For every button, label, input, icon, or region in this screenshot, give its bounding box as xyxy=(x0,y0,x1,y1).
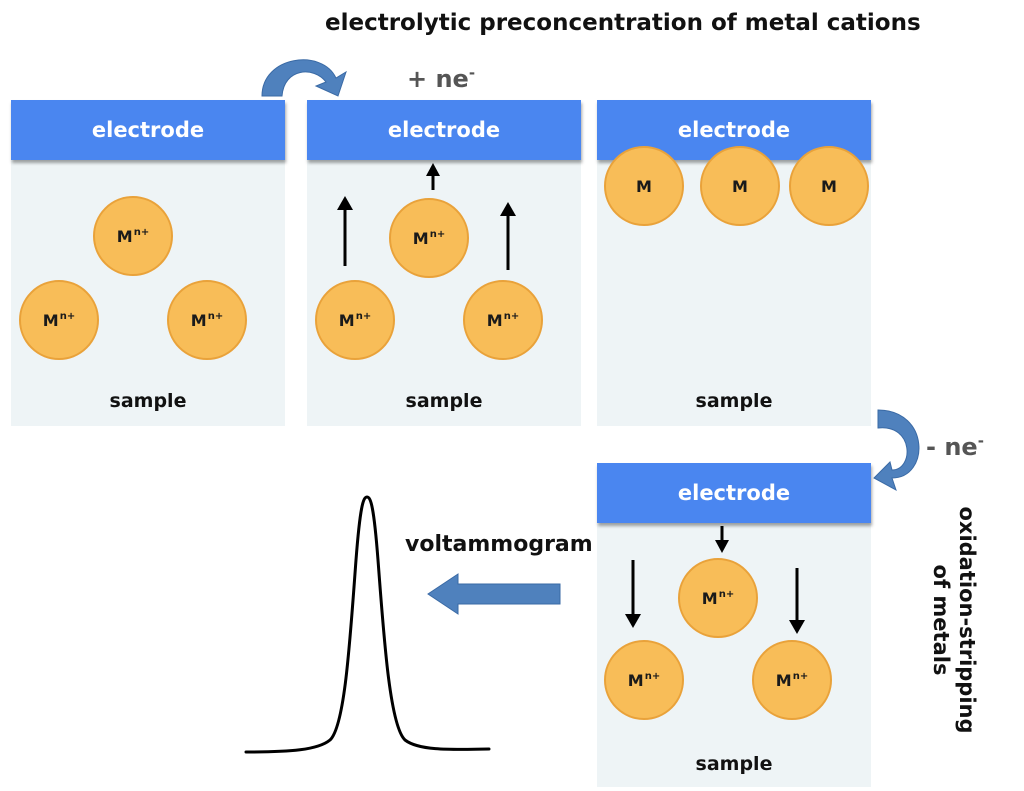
downward-arrows xyxy=(625,526,805,634)
sample-label: sample xyxy=(405,390,483,412)
electrode-bar: electrode xyxy=(11,100,285,160)
up-arrow-head xyxy=(337,196,353,210)
voltammogram-curve xyxy=(244,495,491,754)
curved-transition-arrow xyxy=(261,59,347,97)
down-arrow-head xyxy=(625,614,641,628)
voltammogram-label: voltammogram xyxy=(405,532,593,557)
sample-label: sample xyxy=(695,753,773,775)
electrode-bar: electrode xyxy=(597,463,871,523)
down-arrow-head xyxy=(715,540,729,553)
deposited-metal: M xyxy=(604,146,684,226)
result-arrow xyxy=(427,573,561,615)
curved-transition-arrow xyxy=(873,409,920,492)
sample-label: sample xyxy=(109,390,187,412)
sample-label: sample xyxy=(695,390,773,412)
deposited-metal: M xyxy=(789,146,869,226)
electrode-bar: electrode xyxy=(307,100,581,160)
deposited-metal: M xyxy=(700,146,780,226)
oxidation-electron-label: - ne- xyxy=(926,432,984,461)
reduction-electron-label: + ne- xyxy=(407,64,476,93)
down-arrow-head xyxy=(789,620,805,634)
stage-3-panel: electrode M M M sample xyxy=(597,100,871,426)
up-arrow-head xyxy=(500,202,516,216)
upward-arrows xyxy=(337,163,516,270)
up-arrow-head xyxy=(426,163,440,176)
diagram-title: electrolytic preconcentration of metal c… xyxy=(325,10,921,36)
